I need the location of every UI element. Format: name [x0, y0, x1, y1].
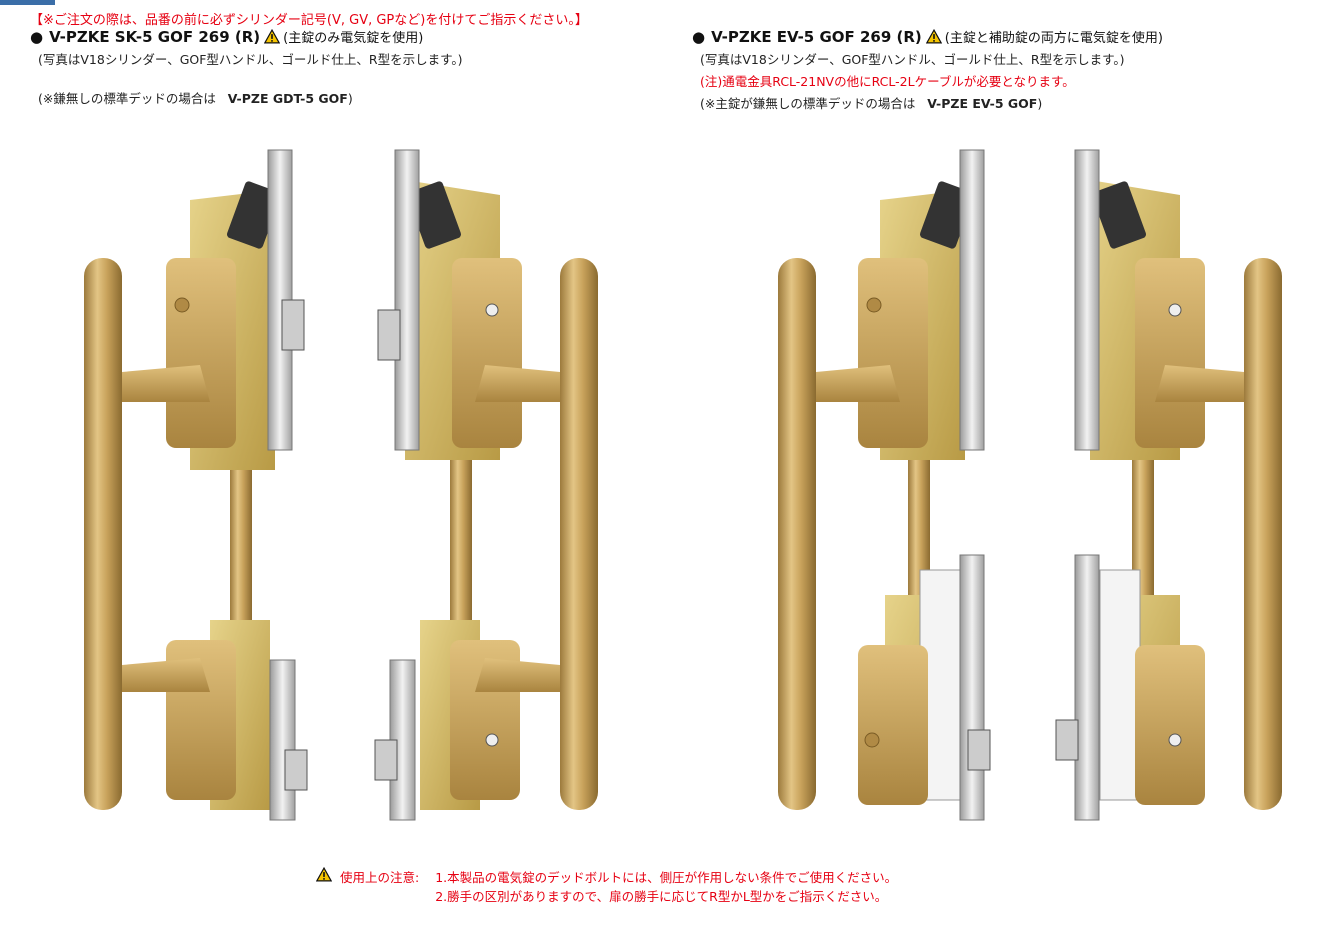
deadbolt-suffix: ): [1037, 96, 1043, 111]
warning-icon: [926, 29, 942, 44]
product-photo-ev5: [778, 149, 1282, 821]
product-title: ● V-PZKE SK-5 GOF 269 (R) (主錠のみ電気錠を使用): [30, 27, 463, 47]
deadbolt-model: V-PZE GDT-5 GOF: [227, 91, 348, 106]
product-name: V-PZKE SK-5 GOF 269 (R): [49, 27, 261, 46]
product-note: (主錠のみ電気錠を使用): [283, 31, 424, 46]
header-tab-accent: [0, 0, 55, 5]
product-title: ● V-PZKE EV-5 GOF 269 (R) (主錠と補助錠の両方に電気錠…: [692, 27, 1163, 47]
bullet: ●: [30, 27, 44, 46]
product-name: V-PZKE EV-5 GOF 269 (R): [711, 27, 922, 46]
product-photo-sk5: [84, 149, 598, 821]
deadbolt-note: (※鎌無しの標準デッドの場合は V-PZE GDT-5 GOF): [30, 88, 463, 107]
usage-caution: 使用上の注意: 1.本製品の電気錠のデッドボルトには、側圧が作用しない条件でご使…: [316, 867, 897, 905]
product-note: (主錠と補助錠の両方に電気錠を使用): [944, 31, 1163, 46]
deadbolt-suffix: ): [347, 91, 353, 106]
left-handle-assembly: [778, 149, 991, 821]
right-handle-assembly: [374, 149, 598, 821]
product-block-ev5: ● V-PZKE EV-5 GOF 269 (R) (主錠と補助錠の両方に電気錠…: [692, 27, 1163, 112]
caution-label: 使用上の注意:: [340, 870, 420, 885]
caution-item: 2.勝手の区別がありますので、扉の勝手に応じてR型かL型かをご指示ください。: [435, 889, 888, 904]
deadbolt-note: (※主錠が鎌無しの標準デッドの場合は V-PZE EV-5 GOF): [692, 93, 1163, 112]
photo-caption: (写真はV18シリンダー、GOF型ハンドル、ゴールド仕上、R型を示します。): [700, 52, 1125, 67]
warning-icon: [316, 867, 332, 882]
deadbolt-model: V-PZE EV-5 GOF: [927, 96, 1038, 111]
warning-icon: [264, 29, 280, 44]
photo-caption: (写真はV18シリンダー、GOF型ハンドル、ゴールド仕上、R型を示します。): [38, 52, 463, 67]
product-block-sk5: ● V-PZKE SK-5 GOF 269 (R) (主錠のみ電気錠を使用) (…: [30, 27, 463, 107]
deadbolt-prefix: (※主錠が鎌無しの標準デッドの場合は: [700, 96, 916, 111]
left-handle-assembly: [84, 149, 308, 821]
bullet: ●: [692, 27, 706, 46]
cable-note: (注)通電金具RCL-21NVの他にRCL-2Lケーブルが必要となります。: [700, 74, 1075, 89]
order-notice: 【※ご注文の際は、品番の前に必ずシリンダー記号(V, GV, GPなど)を付けて…: [30, 13, 588, 28]
right-handle-assembly: [1055, 149, 1282, 821]
deadbolt-prefix: (※鎌無しの標準デッドの場合は: [38, 91, 216, 106]
caution-item: 1.本製品の電気錠のデッドボルトには、側圧が作用しない条件でご使用ください。: [435, 870, 898, 885]
